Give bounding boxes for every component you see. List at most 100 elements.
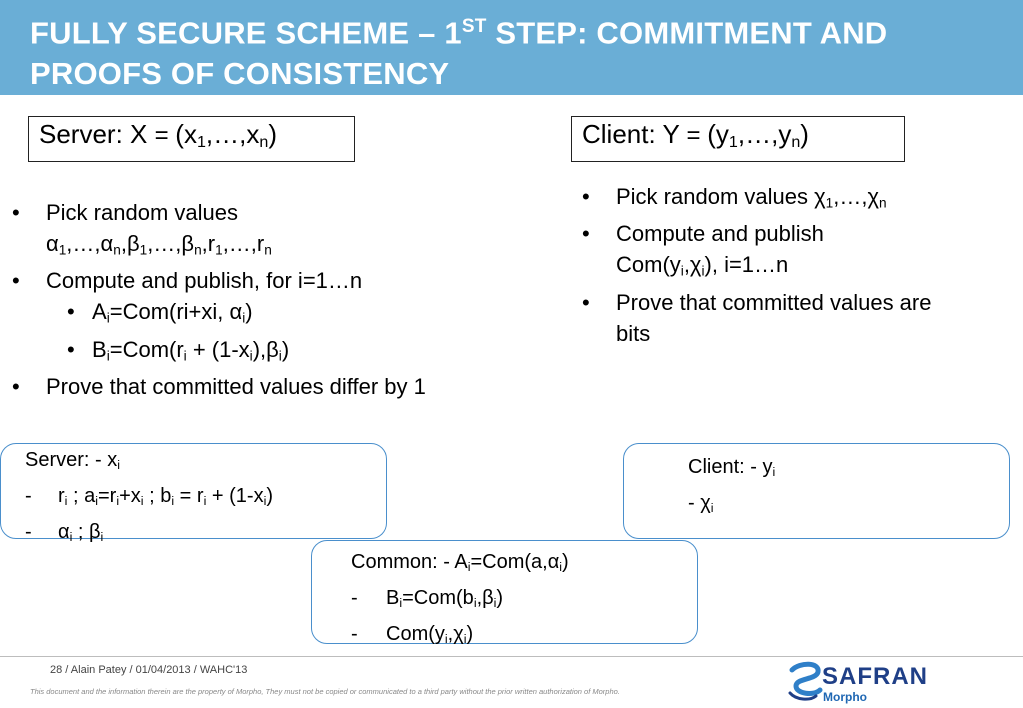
box-text: Com(y [386,623,445,646]
bullet-icon: • [582,184,590,209]
box-text: Client: - y [688,456,773,478]
bullet-text: Pick random values χ [616,184,826,209]
subscript: i [171,494,175,509]
subscript: i [203,494,207,509]
title-text: FULLY SECURE SCHEME – 1 [30,15,462,51]
client-secret-box: Client: - yi - χi [623,443,1010,539]
box-text: ; b [143,485,172,508]
header-text: (x [175,119,197,149]
subscript: i [559,560,563,575]
subscript: i [710,501,714,516]
box-line: Client: - yi [688,452,1009,488]
bullet-icon: • [12,374,20,400]
bullet-icon: • [67,299,75,325]
box-text: =Com(b [402,587,474,610]
bullet-text: A [92,299,107,325]
box-text: ) [266,485,274,508]
sub-bullet-item: • Ai=Com(ri+xi, αi) [12,296,452,333]
bullet-text: Pick random values [46,200,238,225]
header-text: ,…,x [205,119,260,149]
subscript: i [140,494,144,509]
subscript: i [263,494,267,509]
subscript: i [106,310,110,326]
sub-bullet-item: •Bi=Com(ri + (1-xi),βi) [12,334,452,371]
bullet-icon: • [582,221,590,247]
client-bullet-list: • Pick random values χ1,…,χn • Compute and… [582,181,962,349]
subscript: n [259,133,269,152]
server-header-label: Server: X [39,119,155,149]
subscript: i [467,560,471,575]
subscript: i [463,632,467,647]
subscript: i [249,348,253,364]
header-text: ,…,y [737,119,792,149]
bullet-text: ) [245,299,253,325]
bullet-text: ,…,χ [833,184,879,209]
subscript: 1 [825,195,834,211]
bullet-text: ),β [252,336,279,362]
box-line: -ri ; ai=ri+xi ; bi = ri + (1-xi) [25,481,386,517]
box-line: Server: - xi [25,445,386,481]
bullet-text: Compute and publish [616,221,824,247]
dash-icon: - [25,485,32,508]
subscript: i [69,530,73,545]
dash-icon: - [25,521,32,544]
box-text: ,β [476,587,494,610]
header-text: ) [800,119,809,149]
bullet-text: Com(y [616,252,681,278]
server-secret-box: Server: - xi -ri ; ai=ri+xi ; bi = ri + … [0,443,387,544]
common-box: Common: - Ai=Com(a,αi) -Bi=Com(bi,βi) -C… [311,540,698,647]
bullet-text: ,χ [683,252,702,278]
logo-wordmark: SAFRAN [822,663,928,690]
title-superscript: ST [461,16,487,37]
random-values-list: α1,…,αn,β1,…,βn,r1,…,rn [46,231,272,258]
box-text: +x [119,485,141,508]
box-text: =Com(a,α [470,551,560,573]
bullet-item: • Pick random values χ1,…,χn [582,181,962,218]
dash-icon: - [351,623,358,646]
box-text: = r [174,485,204,508]
header-text: ) [268,119,278,149]
subscript: 1 [196,133,206,152]
box-text: + (1-x [206,485,264,508]
box-line: - χi [688,488,1009,524]
box-text: ,χ [447,623,464,646]
subscript: i [278,348,282,364]
subscript: i [95,494,98,509]
subscript: i [116,494,120,509]
bullet-text: Compute and publish, for i=1…n [46,268,363,294]
equals-sign: = [686,122,708,149]
bullet-text: Prove that committed values differ by 1 [46,374,426,400]
bullet-item: • Compute and publish, for i=1…n [12,265,452,296]
bullet-text: ) [281,336,290,362]
title-bar [0,0,1023,95]
bullet-item: • Prove that committed values differ by 1 [12,371,446,402]
subscript: i [473,596,477,611]
subscript: i [493,596,497,611]
box-text: B [386,587,400,610]
subscript: i [117,458,121,473]
subscript: i [183,348,187,364]
subscript: n [879,195,887,211]
bullet-icon: • [67,336,75,362]
slide-title: FULLY SECURE SCHEME – 1ST STEP: COMMITME… [30,6,1015,94]
footer-divider [0,656,1023,657]
subscript: i [242,310,246,326]
bullet-text: + (1-x [186,336,250,362]
bullet-icon: • [12,268,20,294]
subscript: i [680,263,684,279]
box-text: ; β [72,521,101,544]
box-text: ) [466,623,474,646]
box-text: r [58,485,65,508]
header-text: (y [707,119,729,149]
server-header-box: Server: X = (x1,…,xn) [28,116,355,162]
subscript: i [701,263,705,279]
bullet-text: =Com(ri+xi, α [109,299,243,325]
subscript: i [772,465,776,480]
box-line: -αi ; βi [25,517,386,553]
bullet-text: Prove that committed values are bits [616,289,932,346]
box-text: - χ [688,492,711,515]
bullet-text: =Com(r [109,336,184,362]
client-header-box: Client: Y = (y1,…,yn) [571,116,905,162]
